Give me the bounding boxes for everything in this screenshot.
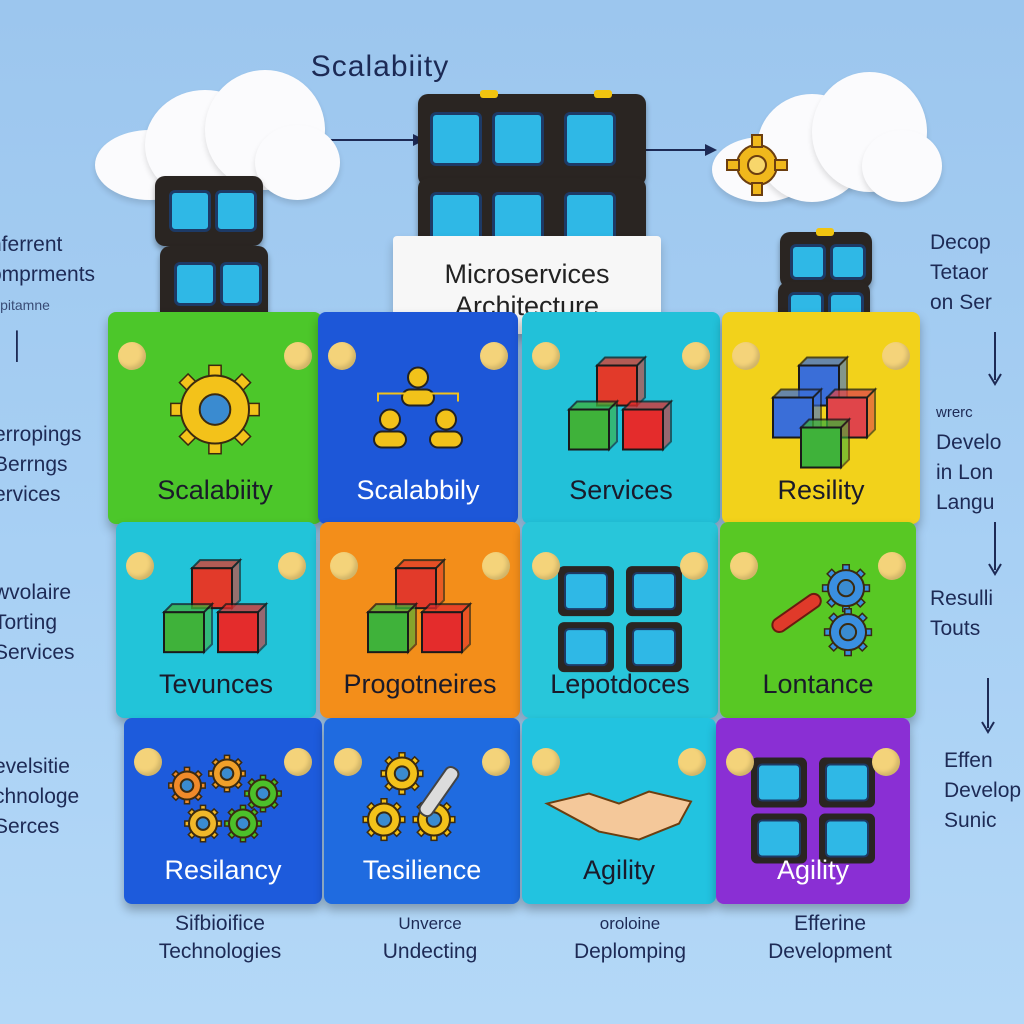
bottom-note-2: Unverce Undecting: [382, 914, 478, 963]
container-cube: [780, 228, 872, 288]
network-icon: [770, 355, 878, 470]
stud: [328, 342, 356, 370]
stud: [532, 552, 560, 580]
bottom-note-4: Efferine Development: [768, 912, 892, 963]
tile-label: Resility: [777, 475, 865, 505]
tile-label: Scalabbily: [356, 475, 480, 505]
stud: [482, 552, 510, 580]
containers-icon: [558, 566, 682, 673]
stud: [882, 342, 910, 370]
tile-label: Progotneires: [343, 669, 497, 699]
handshake-icon: [544, 790, 693, 841]
container-cube: [160, 246, 268, 322]
arrow-down-icon: [988, 332, 1002, 386]
block-tile: Lontance: [720, 522, 916, 718]
stud: [678, 748, 706, 776]
stud: [730, 552, 758, 580]
cubes-icon: [161, 557, 269, 655]
arrow-down-icon: [981, 678, 995, 734]
block-tile: Tevunces: [116, 522, 316, 718]
right-note-4: Effen Develop Sunic: [944, 749, 1022, 832]
stud: [480, 342, 508, 370]
stud: [482, 748, 510, 776]
gears-icon: [168, 754, 282, 843]
stud: [134, 748, 162, 776]
block-tile: Tesilience: [324, 718, 520, 904]
block-tile: Scalabiity: [108, 312, 322, 524]
stud: [278, 552, 306, 580]
stud: [872, 748, 900, 776]
stud: [680, 552, 708, 580]
tile-label: Agility: [776, 855, 850, 885]
stud: [532, 342, 560, 370]
block-tile: Scalabbily: [318, 312, 518, 524]
stud: [334, 748, 362, 776]
stud: [732, 342, 760, 370]
right-note-3: Resulli Touts: [930, 587, 994, 640]
block-tile: Progotneires: [320, 522, 520, 718]
stud: [878, 552, 906, 580]
block-tile: Resility: [722, 312, 920, 524]
team-icon: [373, 366, 463, 449]
block-tile: Agility: [716, 718, 910, 904]
bottom-note-3: oroloine Deplomping: [573, 914, 687, 963]
block-tile: Agility: [522, 718, 716, 904]
arrow-down-icon: [988, 522, 1002, 576]
cubes-icon: [365, 557, 473, 655]
cloud-gear-icon: [726, 134, 788, 196]
stud: [682, 342, 710, 370]
containers-icon: [751, 757, 875, 864]
gear-icon: [170, 364, 260, 455]
container-cube: [155, 176, 263, 246]
tile-label: Tevunces: [158, 669, 274, 699]
tile-label: Scalabiity: [157, 475, 273, 505]
container-cube: [418, 90, 646, 186]
cubes-icon: [566, 355, 674, 452]
tools-icon: [771, 564, 873, 657]
tile-label: Lepotdoces: [550, 669, 690, 699]
left-note-4: evelsitie chnologe Serces: [0, 755, 80, 838]
gear-wrench-icon: [362, 752, 460, 842]
tile-label: Agility: [582, 855, 656, 885]
block-tile: Services: [522, 312, 720, 524]
tile-label: Lontance: [762, 669, 874, 699]
tile-label: Resilancy: [164, 855, 282, 885]
page-title: Scalabiity: [310, 50, 450, 83]
stud: [726, 748, 754, 776]
stud: [330, 552, 358, 580]
stud: [284, 748, 312, 776]
bottom-note-1: Sifbioifice Technologies: [158, 912, 282, 963]
right-note-1: Decop Tetaor on Ser: [930, 231, 992, 314]
stud: [284, 342, 312, 370]
stud: [126, 552, 154, 580]
arrow-down-icon: │: [10, 330, 27, 360]
tile-label: Tesilience: [362, 855, 482, 885]
block-tile: Lepotdoces: [522, 522, 718, 718]
block-tile: Resilancy: [124, 718, 322, 904]
left-note-1: nferrent omprments wpitamne: [0, 233, 96, 313]
tile-label: Services: [569, 475, 673, 505]
stud: [118, 342, 146, 370]
right-note-2: wrerc Develo in Lon Langu: [936, 404, 1002, 514]
left-note-2: erropings Berrngs ervices: [0, 423, 82, 506]
stud: [532, 748, 560, 776]
architecture-line1: Microservices: [444, 259, 610, 289]
left-note-3: wvolaire Torting Services: [0, 581, 75, 664]
cloud-right: [712, 72, 942, 204]
